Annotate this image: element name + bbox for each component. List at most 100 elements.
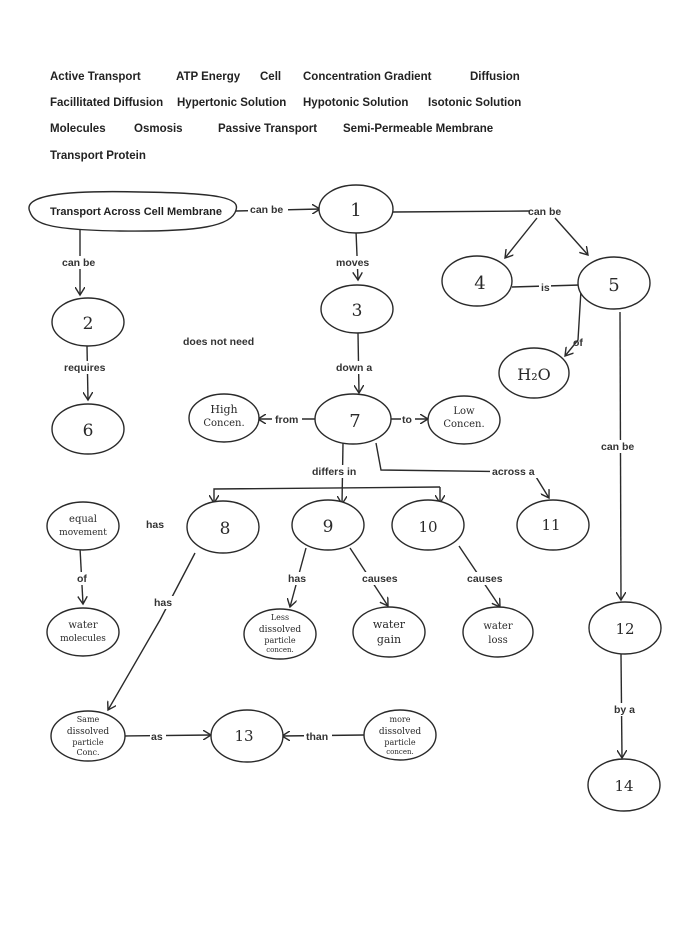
node-high-concen: High Concen. [188, 393, 260, 443]
svg-text:particle: particle [72, 738, 104, 747]
label-n7-high: from [275, 414, 298, 426]
label-n8-has: has [154, 597, 172, 609]
label-n5-h2o: of [573, 337, 583, 349]
node-2: 2 [51, 297, 125, 347]
svg-text:concen.: concen. [266, 646, 293, 654]
svg-text:Low: Low [453, 406, 475, 417]
edge-same-n13 [124, 735, 211, 736]
word-bank-item: Molecules [50, 123, 106, 135]
word-bank-item: Concentration Gradient [303, 71, 432, 83]
svg-text:9: 9 [323, 517, 334, 537]
svg-text:11: 11 [541, 516, 560, 534]
word-bank-item: ATP Energy [176, 71, 241, 83]
label-n7-low: to [402, 414, 412, 426]
svg-text:Conc.: Conc. [76, 748, 99, 757]
svg-text:water: water [68, 620, 97, 631]
svg-text:movement: movement [59, 528, 107, 538]
edge-diff-n8 [214, 486, 441, 503]
svg-text:6: 6 [83, 421, 94, 441]
word-bank-item: Semi-Permeable Membrane [343, 123, 494, 135]
node-11: 11 [516, 499, 590, 551]
word-bank-item: Isotonic Solution [428, 97, 522, 109]
word-bank-item: Hypotonic Solution [303, 97, 409, 109]
svg-text:more: more [390, 715, 411, 724]
node-5: 5 [577, 256, 651, 310]
svg-text:particle: particle [384, 738, 416, 747]
label-n1-split: can be [528, 206, 561, 218]
svg-text:loss: loss [488, 635, 507, 646]
svg-text:H₂O: H₂O [517, 365, 550, 384]
word-bank-item: Osmosis [134, 123, 183, 135]
label-n9-has: has [288, 573, 306, 585]
word-bank-item: Passive Transport [218, 123, 318, 135]
svg-text:Concen.: Concen. [443, 419, 484, 430]
edge-n8-same [108, 552, 196, 710]
edge-n5-h2o [565, 289, 582, 356]
node-water-gain: water gain [352, 606, 426, 658]
svg-text:particle: particle [264, 636, 296, 645]
svg-text:14: 14 [614, 777, 633, 795]
label-root-n2: can be [62, 257, 95, 269]
label-n5-n12: can be [601, 441, 634, 453]
svg-text:Concen.: Concen. [203, 418, 244, 429]
svg-text:Less: Less [271, 613, 289, 622]
node-water-molecules: water molecules [46, 607, 120, 657]
word-bank-item: Active Transport [50, 71, 141, 83]
svg-text:Same: Same [77, 715, 100, 724]
word-bank-item: Diffusion [470, 71, 520, 83]
svg-text:13: 13 [234, 727, 253, 745]
svg-text:dissolved: dissolved [259, 625, 302, 635]
node-3: 3 [320, 284, 394, 334]
label-equal-has: has [146, 519, 164, 531]
edge-n1-split [392, 210, 531, 213]
svg-text:water: water [373, 618, 406, 631]
label-n1-n3: moves [336, 257, 369, 269]
node-8: 8 [186, 500, 260, 554]
label-equal-of: of [77, 573, 87, 585]
svg-text:5: 5 [608, 275, 619, 296]
svg-text:molecules: molecules [60, 634, 106, 644]
node-low-concen: Low Concen. [427, 395, 501, 445]
svg-text:dissolved: dissolved [379, 727, 422, 737]
edge-n1-n3 [356, 230, 358, 280]
node-water-loss: water loss [462, 606, 534, 658]
label-same-as: as [151, 731, 163, 743]
label-n9-causes: causes [362, 573, 398, 585]
label-n4-n5: is [541, 282, 550, 294]
svg-text:dissolved: dissolved [67, 727, 110, 737]
svg-text:concen.: concen. [386, 748, 413, 756]
node-less-dissolved: Less dissolved particle concen. [243, 608, 317, 660]
svg-text:1: 1 [350, 200, 361, 221]
edge-n5-n12 [620, 311, 621, 600]
node-10: 10 [391, 499, 465, 551]
node-12: 12 [588, 601, 662, 655]
svg-text:High: High [210, 403, 237, 416]
svg-text:water: water [483, 621, 512, 632]
label-n3-n7: down a [336, 362, 372, 374]
node-4: 4 [441, 255, 513, 307]
word-bank-item: Facillitated Diffusion [50, 97, 164, 109]
edge-n7-n11 [375, 442, 549, 498]
svg-text:7: 7 [349, 411, 360, 432]
node-equal-movement: equal movement [46, 501, 120, 551]
label-root-n1: can be [250, 204, 283, 216]
svg-text:10: 10 [418, 518, 437, 536]
node-1: 1 [318, 184, 394, 234]
svg-text:12: 12 [615, 620, 634, 638]
label-n12-n14: by a [614, 704, 635, 716]
svg-text:2: 2 [83, 314, 94, 334]
node-root-text: Transport Across Cell Membrane [50, 206, 222, 218]
node-6: 6 [51, 403, 125, 455]
word-bank-item: Hypertonic Solution [177, 97, 287, 109]
svg-text:8: 8 [220, 519, 231, 539]
edge-labels: can be can be moves can be is of require… [60, 203, 638, 743]
word-bank-item: Cell [260, 71, 282, 83]
svg-text:4: 4 [474, 273, 485, 294]
node-13: 13 [210, 709, 284, 763]
node-9: 9 [291, 499, 365, 551]
node-7: 7 [314, 393, 392, 445]
svg-text:equal: equal [69, 514, 97, 525]
svg-text:gain: gain [377, 633, 401, 646]
label-n2-n6: requires [64, 362, 106, 374]
edge-split-n5 [554, 217, 588, 255]
